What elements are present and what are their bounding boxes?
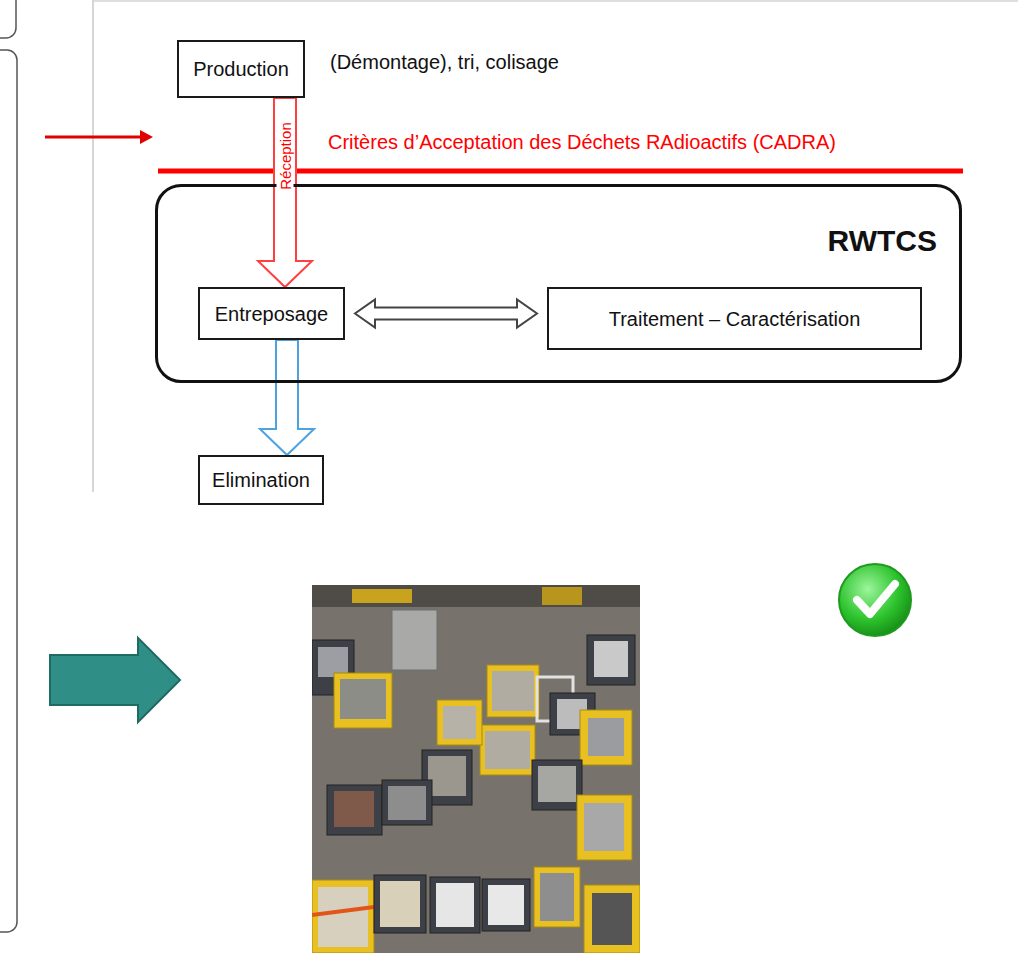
box-label: Production	[193, 57, 289, 81]
crate-content	[428, 756, 466, 796]
crates-photo	[312, 585, 640, 953]
crate	[584, 885, 640, 953]
crate	[487, 665, 539, 717]
check-mark	[857, 584, 895, 614]
edge-label: Réception	[277, 119, 294, 193]
machinery	[542, 587, 582, 605]
criteria-label: Critères d’Acceptation des Déchets RAdio…	[328, 130, 836, 154]
crate-content	[318, 887, 368, 947]
reception-arrow	[258, 98, 312, 287]
process-box: Entreposage	[198, 287, 345, 340]
side-panel	[0, 50, 17, 932]
pointer-arrowhead	[140, 130, 153, 144]
box-label: Traitement – Caractérisation	[609, 307, 861, 331]
frame-title: RWTCS	[828, 223, 937, 259]
block-arrow	[50, 638, 180, 722]
pointer-arrow	[45, 136, 141, 139]
crate	[532, 760, 582, 810]
crate	[334, 673, 392, 728]
crate-content	[492, 671, 534, 711]
strap	[312, 907, 374, 915]
disposal-arrow	[260, 340, 314, 455]
crate	[437, 700, 482, 745]
crate	[430, 877, 480, 933]
back-wall	[312, 585, 640, 607]
frame-line	[93, 0, 1018, 2]
crate	[480, 725, 535, 775]
machine	[392, 610, 437, 670]
crate-content	[538, 766, 576, 802]
process-box: Elimination	[198, 455, 324, 505]
crate	[534, 867, 580, 927]
exchange-arrow	[355, 300, 537, 328]
crate-content	[594, 641, 628, 677]
machinery	[352, 589, 412, 603]
side-panel	[0, 0, 16, 38]
crate-content	[588, 718, 624, 756]
crate-content	[436, 883, 474, 927]
crate	[327, 785, 382, 835]
crate-content	[380, 881, 420, 927]
crate-content	[584, 803, 624, 851]
check-badge	[839, 564, 911, 636]
crate-content	[334, 791, 374, 827]
crate-content	[488, 885, 524, 925]
process-box: Traitement – Caractérisation	[547, 287, 922, 350]
crate	[580, 710, 632, 765]
crate-content	[485, 731, 530, 769]
crate	[577, 795, 632, 860]
frame-line	[92, 0, 94, 492]
crate	[374, 875, 426, 933]
crate	[382, 780, 432, 825]
step-note: (Démontage), tri, colisage	[330, 50, 559, 74]
crate-content	[592, 893, 632, 945]
box-label: Entreposage	[215, 302, 328, 326]
crate-content	[540, 873, 574, 921]
floor	[312, 585, 640, 953]
crate-content	[443, 706, 476, 739]
crate	[482, 879, 530, 931]
box-label: Elimination	[212, 468, 310, 492]
crate	[312, 880, 374, 953]
system-frame: RWTCS Entreposage Traitement – Caractérisa…	[155, 184, 962, 383]
crate	[587, 635, 635, 685]
process-box: Production	[177, 40, 305, 98]
crate-content	[388, 786, 426, 820]
crate-content	[340, 679, 386, 719]
